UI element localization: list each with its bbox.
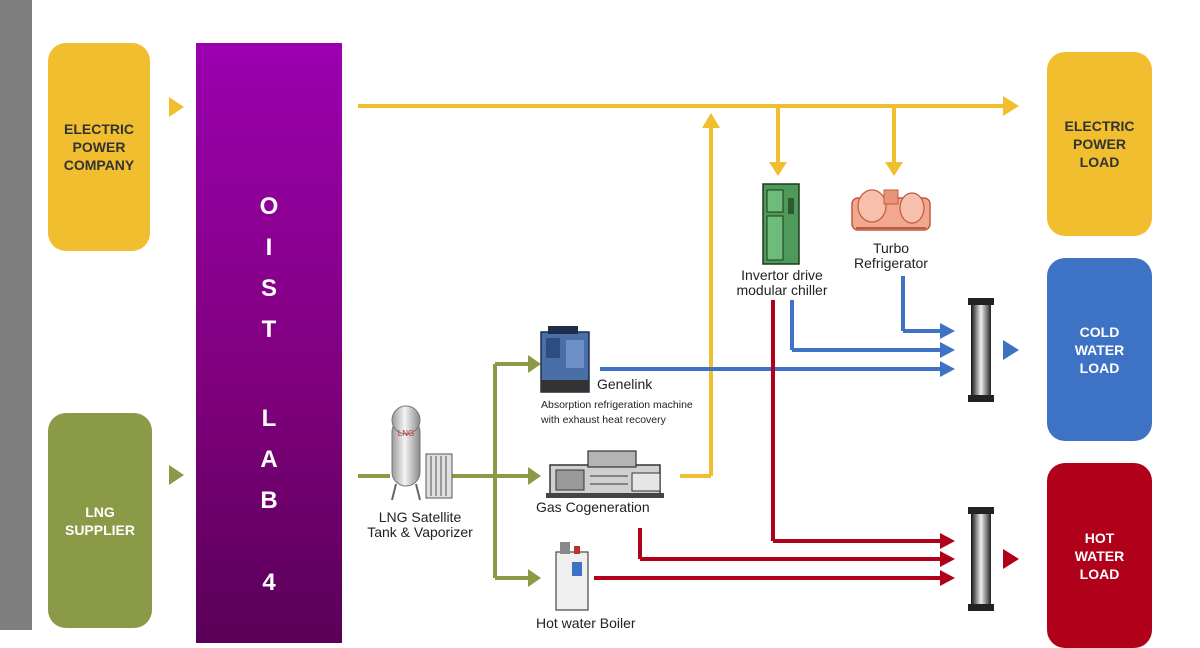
cold-water-arrowheads <box>940 323 1019 377</box>
lab-letter: S <box>260 275 277 302</box>
electric-power-company-box: ELECTRIC POWER COMPANY <box>48 43 150 251</box>
lab-letter: L <box>261 405 277 432</box>
lng-tank-label: LNG Satellite Tank & Vaporizer <box>367 509 473 540</box>
gas-cogeneration-drawing <box>546 450 664 498</box>
left-edge-bar <box>0 0 32 630</box>
hot-water-boiler-drawing <box>555 542 589 611</box>
lng-supplier-box: LNG SUPPLIER <box>48 413 152 628</box>
electric-arrowheads <box>702 96 1019 176</box>
lab-letter: A <box>260 446 278 473</box>
oist-lab4-column: O I S T L A B 4 <box>196 43 342 643</box>
electric-flow-lines <box>358 104 1003 478</box>
lab-letter: I <box>265 234 273 261</box>
vaporizer-drawing <box>425 453 453 499</box>
turbo-refrigerator-label: Turbo Refrigerator <box>854 240 928 271</box>
turbo-refrigerator-drawing <box>851 189 931 231</box>
hot-water-load-box: HOT WATER LOAD <box>1047 463 1152 648</box>
gas-flow-lines <box>358 362 528 580</box>
cold-water-load-label: COLD WATER LOAD <box>1074 323 1125 376</box>
lng-supplier-label: LNG SUPPLIER <box>64 503 135 538</box>
hot-water-flow-lines <box>594 300 940 580</box>
hot-heat-exchanger <box>968 507 994 611</box>
cold-heat-exchanger <box>968 298 994 402</box>
electric-power-company-label: ELECTRIC POWER COMPANY <box>63 121 135 173</box>
modular-chiller-label: Invertor drive modular chiller <box>736 267 828 298</box>
genelink-drawing <box>540 326 590 393</box>
cold-water-flow-lines <box>600 276 940 371</box>
flow-diagram: LNG <box>169 96 1019 611</box>
lab-letter: B <box>260 487 278 514</box>
lab-letter: T <box>261 316 277 343</box>
lng-tank-drawing: LNG <box>391 405 421 501</box>
lng-tank-mark: LNG <box>398 429 414 438</box>
genelink-label: Genelink <box>597 376 653 392</box>
modular-chiller-drawing <box>762 183 800 265</box>
hot-water-boiler-label: Hot water Boiler <box>536 615 636 631</box>
lab-letter: O <box>259 193 279 220</box>
gas-arrowheads <box>528 355 541 587</box>
electric-power-load-label: ELECTRIC POWER LOAD <box>1064 118 1135 170</box>
hot-water-arrowheads <box>940 533 1019 586</box>
hot-water-load-label: HOT WATER LOAD <box>1074 529 1125 582</box>
electric-input-arrow <box>169 97 184 117</box>
cold-water-load-box: COLD WATER LOAD <box>1047 258 1152 441</box>
electric-power-load-box: ELECTRIC POWER LOAD <box>1047 52 1152 236</box>
gas-cogeneration-label: Gas Cogeneration <box>536 499 650 515</box>
lng-input-arrow <box>169 465 184 485</box>
absorption-machine-label: Absorption refrigeration machine with ex… <box>541 399 693 426</box>
lab-letter: 4 <box>262 569 276 596</box>
